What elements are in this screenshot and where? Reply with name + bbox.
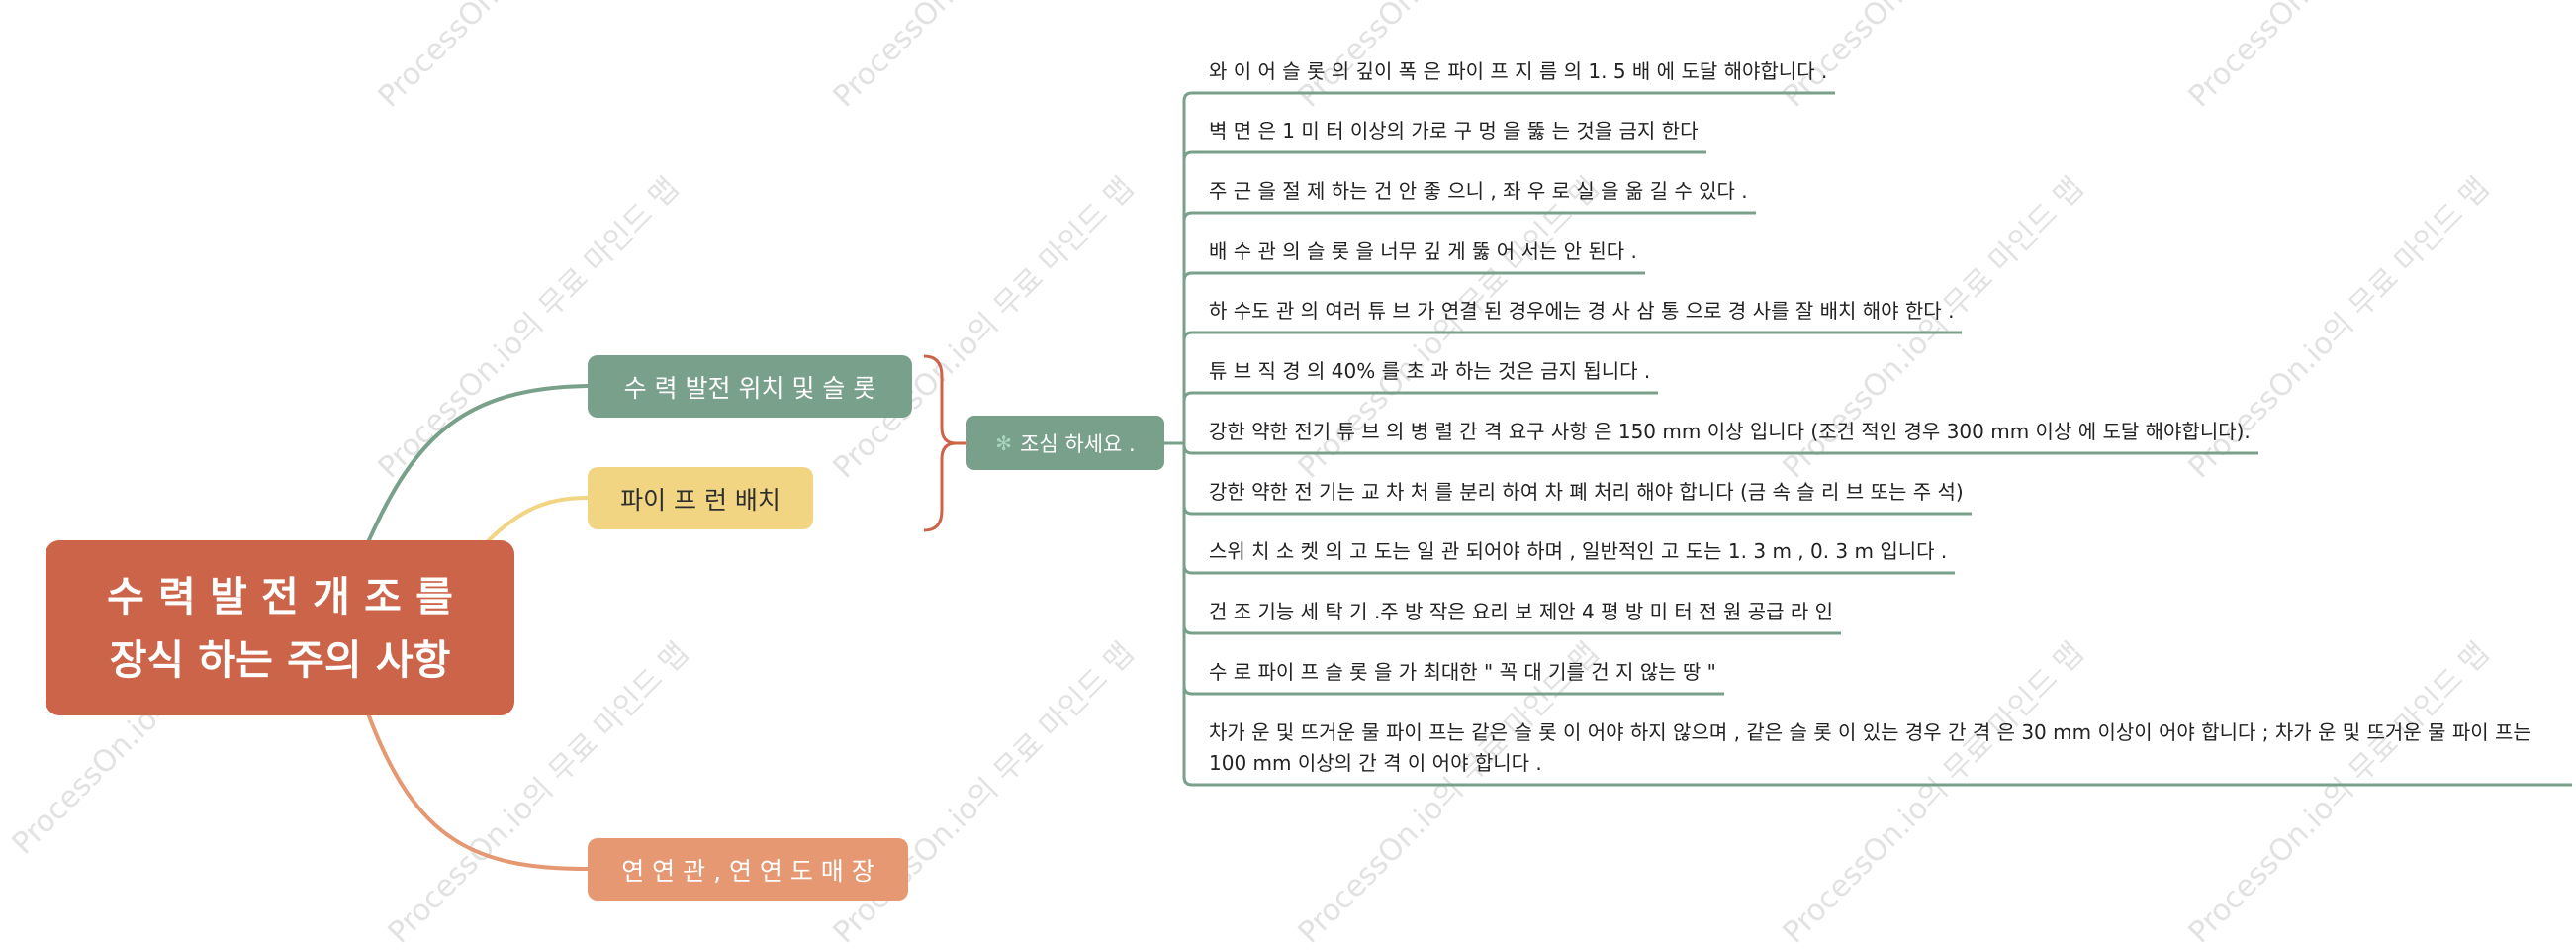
leaf-node[interactable]: 벽 면 은 1 미 터 이상의 가로 구 멍 을 뚫 는 것을 금지 한다 bbox=[1209, 119, 1699, 143]
leaf-node[interactable]: 강한 약한 전기 튜 브 의 병 렬 간 격 요구 사항 은 150 mm 이상… bbox=[1209, 420, 2251, 443]
leaf-node[interactable]: 와 이 어 슬 롯 의 깊이 폭 은 파이 프 지 름 의 1. 5 배 에 도… bbox=[1209, 59, 1828, 83]
leaf-node[interactable]: 수 로 파이 프 슬 롯 을 가 최대한 " 꼭 대 기를 건 지 않는 땅 " bbox=[1209, 660, 1716, 684]
leaf-node[interactable]: 건 조 기능 세 탁 기 .주 방 작은 요리 보 제안 4 평 방 미 터 전… bbox=[1209, 600, 1833, 623]
leaf-connector bbox=[1164, 391, 1658, 445]
connector-root-branch-2 bbox=[485, 496, 589, 544]
branch-label: 파이 프 런 배치 bbox=[620, 485, 781, 515]
summary-topic-node[interactable]: ✻ 조심 하세요 . bbox=[966, 416, 1164, 470]
leaf-node[interactable]: 주 근 을 절 제 하는 건 안 좋 으니 , 좌 우 로 실 을 옮 길 수 … bbox=[1209, 179, 1748, 203]
connector-root-branch-3 bbox=[366, 713, 589, 871]
leaf-connector bbox=[1164, 271, 1645, 445]
branch-node-hydro-position[interactable]: 수 력 발전 위치 및 슬 롯 bbox=[588, 355, 912, 418]
leaf-node[interactable]: 강한 약한 전 기는 교 차 처 를 분리 하여 차 폐 처리 해야 합니다 (… bbox=[1209, 480, 1964, 504]
leaf-connectors bbox=[1164, 91, 2572, 787]
branch-label: 연 연 관 , 연 연 도 매 장 bbox=[621, 856, 874, 886]
root-title: 수 력 발 전 개 조 를 장식 하는 주의 사항 bbox=[107, 572, 453, 684]
branch-label: 수 력 발전 위치 및 슬 롯 bbox=[623, 373, 876, 403]
leaf-node[interactable]: 튜 브 직 경 의 40% 를 초 과 하는 것은 금지 됩니다 . bbox=[1209, 359, 1651, 383]
gear-icon: ✻ bbox=[995, 430, 1013, 455]
topic-label: 조심 하세요 . bbox=[1020, 431, 1136, 456]
leaf-connector bbox=[1164, 150, 1706, 445]
leaf-node[interactable]: 차가 운 및 뜨거운 물 파이 프는 같은 슬 롯 이 어야 하지 않으며 , … bbox=[1209, 720, 2531, 775]
leaf-node[interactable]: 배 수 관 의 슬 롯 을 너무 깊 게 뚫 어 서는 안 된다 . bbox=[1209, 239, 1637, 263]
branch-node-flue-burial[interactable]: 연 연 관 , 연 연 도 매 장 bbox=[588, 838, 908, 901]
leaf-connector bbox=[1164, 211, 1756, 445]
leaf-connector bbox=[1164, 441, 2572, 787]
leaf-connector bbox=[1164, 91, 1835, 445]
leaf-node[interactable]: 하 수도 관 의 여러 튜 브 가 연결 된 경우에는 경 사 삼 통 으로 경… bbox=[1209, 299, 1955, 323]
summary-bracket bbox=[923, 354, 957, 532]
connector-root-branch-1 bbox=[366, 384, 589, 543]
branch-node-pipe-layout[interactable]: 파이 프 런 배치 bbox=[588, 467, 813, 529]
leaf-node[interactable]: 스위 치 소 켓 의 고 도는 일 관 되어야 하며 , 일반적인 고 도는 1… bbox=[1209, 539, 1948, 563]
root-node[interactable]: 수 력 발 전 개 조 를 장식 하는 주의 사항 bbox=[46, 540, 514, 715]
leaf-connector bbox=[1164, 331, 1962, 445]
